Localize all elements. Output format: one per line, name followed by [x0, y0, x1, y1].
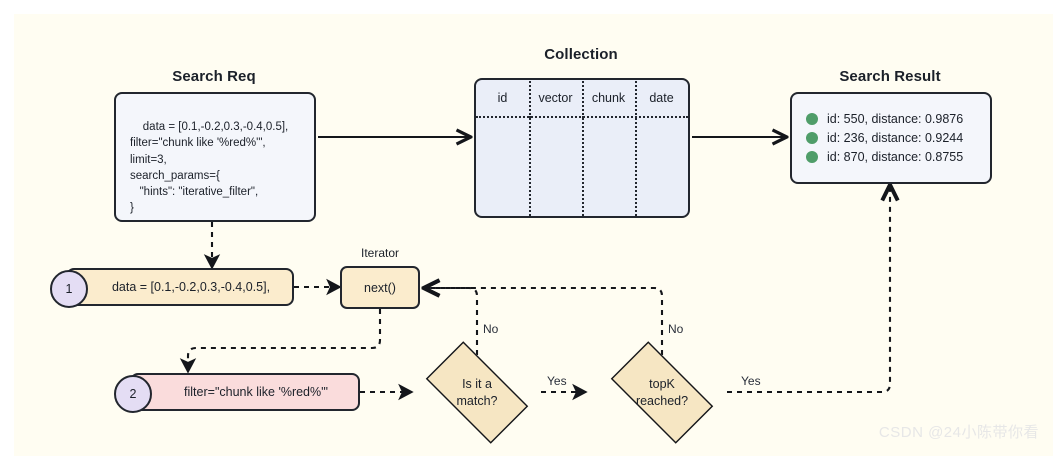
step-1-badge: 1: [50, 270, 88, 308]
decision-line-1: topK: [649, 376, 675, 391]
search-result-box: id: 550, distance: 0.9876 id: 236, dista…: [790, 92, 992, 184]
collection-table: id vector chunk date: [474, 78, 690, 218]
edge-label-yes-topk: Yes: [741, 374, 761, 388]
search-req-title: Search Req: [172, 68, 256, 85]
collection-col-date: date: [635, 80, 688, 118]
step-1-text: data = [0.1,-0.2,0.3,-0.4,0.5],: [111, 280, 271, 294]
result-row-text: id: 236, distance: 0.9244: [827, 131, 964, 145]
search-result-row: id: 550, distance: 0.9876: [806, 112, 976, 126]
result-bullet-icon: [806, 151, 818, 163]
collection-col-id: id: [497, 91, 508, 105]
search-req-box: data = [0.1,-0.2,0.3,-0.4,0.5], filter="…: [114, 92, 316, 222]
decision-line-2: reached?: [635, 393, 689, 408]
step-2-badge-number: 2: [129, 387, 137, 401]
step-2-badge: 2: [114, 375, 152, 413]
decision-text: Is it a match?: [412, 355, 542, 430]
result-row-text: id: 870, distance: 0.8755: [827, 150, 964, 164]
watermark: CSDN @24小陈带你看: [878, 424, 1039, 441]
collection-cell-id: [476, 118, 529, 216]
decision-line-2: match?: [456, 393, 498, 408]
collection-col-vector: vector: [529, 80, 582, 118]
search-result-title: Search Result: [839, 68, 941, 85]
collection-header-row: id vector chunk date: [476, 80, 688, 118]
decision-line-1: Is it a: [462, 376, 492, 391]
step-1-pill: data = [0.1,-0.2,0.3,-0.4,0.5],: [66, 268, 294, 306]
edge-label-no-match: No: [483, 322, 499, 336]
result-bullet-icon: [806, 132, 818, 144]
edge-label-no-topk: No: [668, 322, 684, 336]
search-result-row: id: 870, distance: 0.8755: [806, 150, 976, 164]
collection-cell-vector: [529, 118, 582, 216]
result-row-text: id: 550, distance: 0.9876: [827, 112, 964, 126]
collection-body: [476, 118, 688, 216]
search-req-code: data = [0.1,-0.2,0.3,-0.4,0.5], filter="…: [130, 121, 289, 215]
decision-topk-reached: topK reached?: [597, 341, 727, 444]
step-2-pill: filter="chunk like '%red%'": [130, 373, 360, 411]
collection-col-chunk: chunk: [582, 80, 635, 118]
collection-cell-date: [635, 118, 688, 216]
decision-is-it-a-match: Is it a match?: [412, 341, 542, 444]
iterator-label: Iterator: [360, 246, 399, 260]
decision-text: topK reached?: [597, 355, 727, 430]
result-bullet-icon: [806, 113, 818, 125]
next-label: next(): [364, 280, 396, 295]
edge-label-yes-match: Yes: [547, 374, 567, 388]
collection-title: Collection: [544, 46, 618, 63]
iterator-next-box: next(): [340, 266, 420, 309]
search-result-row: id: 236, distance: 0.9244: [806, 131, 976, 145]
step-2-text: filter="chunk like '%red%'": [184, 385, 328, 399]
collection-cell-chunk: [582, 118, 635, 216]
step-1-badge-number: 1: [65, 282, 73, 296]
